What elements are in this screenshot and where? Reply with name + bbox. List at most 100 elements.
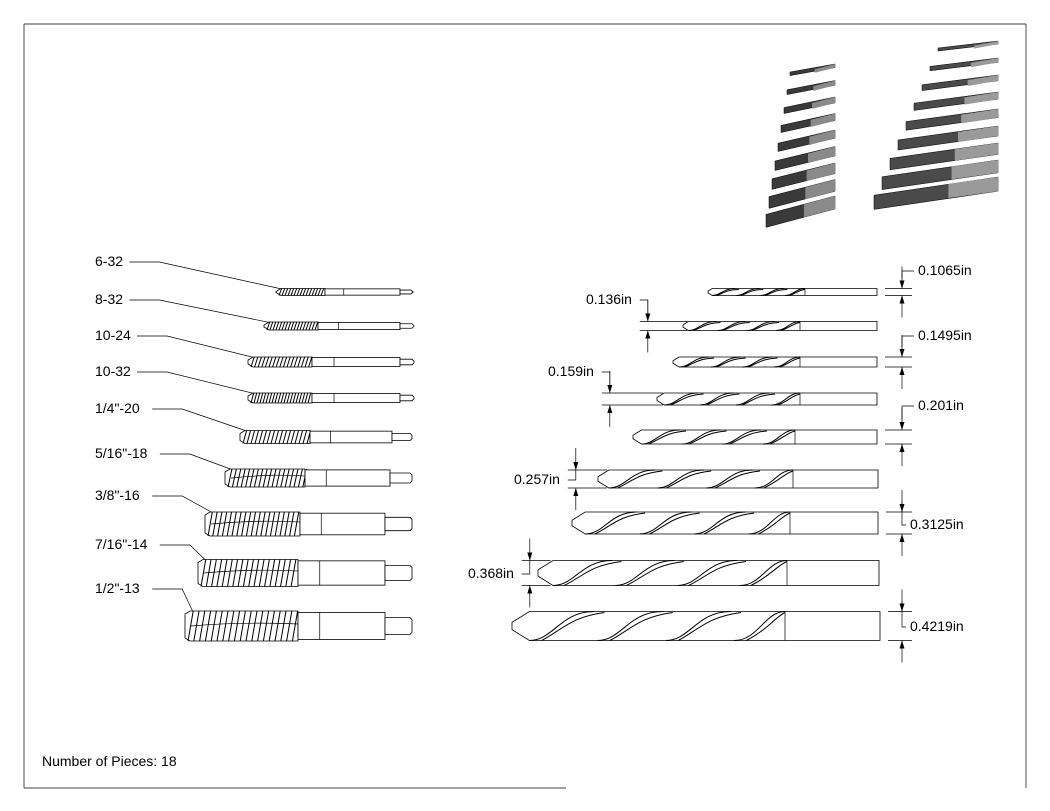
drill-dimension-label: 0.159in (548, 363, 594, 379)
drill-body (632, 429, 878, 445)
tap-shank (304, 469, 391, 487)
tap-square-drive (389, 472, 413, 484)
drill-flute-lines (688, 321, 801, 331)
tap-label: 3/8"-16 (95, 487, 140, 503)
tap-label: 10-24 (95, 327, 131, 343)
tap-1: 6-32 (95, 253, 414, 296)
drill-dim-arrow-top (899, 422, 905, 430)
tap-square-drive (384, 617, 413, 635)
iso-drill-shank (954, 143, 998, 161)
drill-flute-lines (678, 356, 801, 368)
tap-8: 7/16"-14 (95, 536, 413, 587)
drill-body (682, 321, 878, 331)
iso-tap-shank (805, 179, 835, 200)
tap-leader (129, 299, 273, 324)
tap-thread-lines (200, 559, 297, 587)
tap-7: 3/8"-16 (95, 487, 413, 537)
drill-dim-arrow-bottom (899, 367, 905, 375)
drill-dimension-label: 0.3125in (910, 516, 964, 532)
drills-column: 0.1065in 0.136in 0.1495in 0.159in 0.201in 0.2… (468, 262, 972, 663)
tap-square-drive (399, 358, 415, 366)
drill-dim-arrow-top (899, 349, 905, 357)
tap-thread-lines (266, 321, 319, 331)
drill-2: 0.136in (586, 291, 878, 353)
drill-flute-lines (529, 611, 786, 641)
drill-dim-arrow-bottom (645, 330, 651, 339)
drill-8: 0.368in (468, 538, 880, 608)
drill-leader (639, 299, 649, 314)
tap-label: 1/4"-20 (95, 400, 140, 416)
iso-drill-shank (951, 160, 998, 180)
tap-square-drive (384, 516, 413, 532)
tap-square-drive (399, 394, 415, 402)
tap-label: 10-32 (95, 363, 131, 379)
iso-drill-3 (921, 74, 999, 91)
drill-6: 0.257in (514, 448, 879, 510)
drill-leader (901, 502, 906, 526)
drill-leader (901, 270, 914, 279)
tap-shank (299, 512, 386, 536)
drill-dim-arrow-bottom (573, 488, 579, 496)
iso-drill-6 (897, 125, 999, 151)
drill-dim-arrow-top (899, 280, 905, 289)
tap-6: 5/16"-18 (95, 445, 413, 488)
drill-leader (901, 405, 914, 420)
drill-flute-lines (608, 469, 794, 489)
drill-dimension-label: 0.1495in (918, 327, 972, 343)
drill-dim-arrow-bottom (899, 444, 905, 452)
tap-leader (159, 453, 234, 471)
iso-drill-4 (913, 91, 999, 111)
drill-body (571, 511, 879, 535)
drill-dimension-label: 0.257in (514, 471, 560, 487)
drill-7: 0.3125in (571, 490, 964, 556)
iso-drill-shank (948, 177, 998, 199)
drill-dim-arrow-top (645, 313, 651, 322)
tap-thread-lines (227, 468, 308, 488)
drill-leader (901, 601, 906, 628)
iso-tap-shank (810, 113, 835, 127)
drill-dim-arrow-top (607, 385, 613, 393)
drill-leader (601, 371, 611, 385)
tap-thread-lines (250, 356, 313, 368)
drill-flute-lines (664, 392, 801, 406)
iso-tap-3 (783, 96, 836, 114)
drill-flute-lines (641, 429, 796, 445)
tap-shank (297, 612, 386, 640)
iso-tap-shank (808, 146, 835, 164)
iso-drill-body (937, 40, 999, 52)
tap-thread-lines (250, 392, 312, 404)
tap-label: 1/2"-13 (95, 580, 140, 596)
drill-dimension-label: 0.4219in (910, 618, 964, 634)
tap-square-drive (399, 323, 415, 329)
tap-shank (317, 321, 401, 330)
drill-4: 0.159in (548, 363, 878, 427)
iso-drill-9 (873, 176, 999, 210)
iso-drill-5 (905, 108, 999, 131)
drill-dimension-label: 0.1065in (918, 262, 972, 278)
tap-thread-lines (242, 430, 312, 444)
iso-drill-7 (889, 142, 999, 171)
iso-tap-6 (774, 146, 836, 171)
drill-1: 0.1065in (707, 262, 972, 318)
drill-5: 0.201in (632, 397, 964, 466)
tap-thread-lines (187, 610, 299, 642)
drill-dimension-label: 0.136in (586, 291, 632, 307)
drill-dim-arrow-bottom (899, 640, 905, 649)
tap-thread-body (184, 610, 299, 642)
iso-tap-shank (803, 196, 835, 218)
drill-body (537, 560, 880, 586)
iso-tap-shank (812, 97, 835, 109)
iso-drill-1 (937, 40, 999, 52)
drill-dim-arrow-bottom (899, 295, 905, 304)
iso-tap-shank (809, 130, 835, 146)
tap-2: 8-32 (95, 291, 415, 331)
tap-leader (152, 408, 249, 432)
drill-9: 0.4219in (511, 589, 964, 663)
tap-leader (152, 588, 194, 613)
tap-5: 1/4"-20 (95, 400, 413, 444)
drill-leader (567, 462, 577, 481)
tap-label: 5/16"-18 (95, 445, 148, 461)
drill-leader (901, 335, 914, 347)
